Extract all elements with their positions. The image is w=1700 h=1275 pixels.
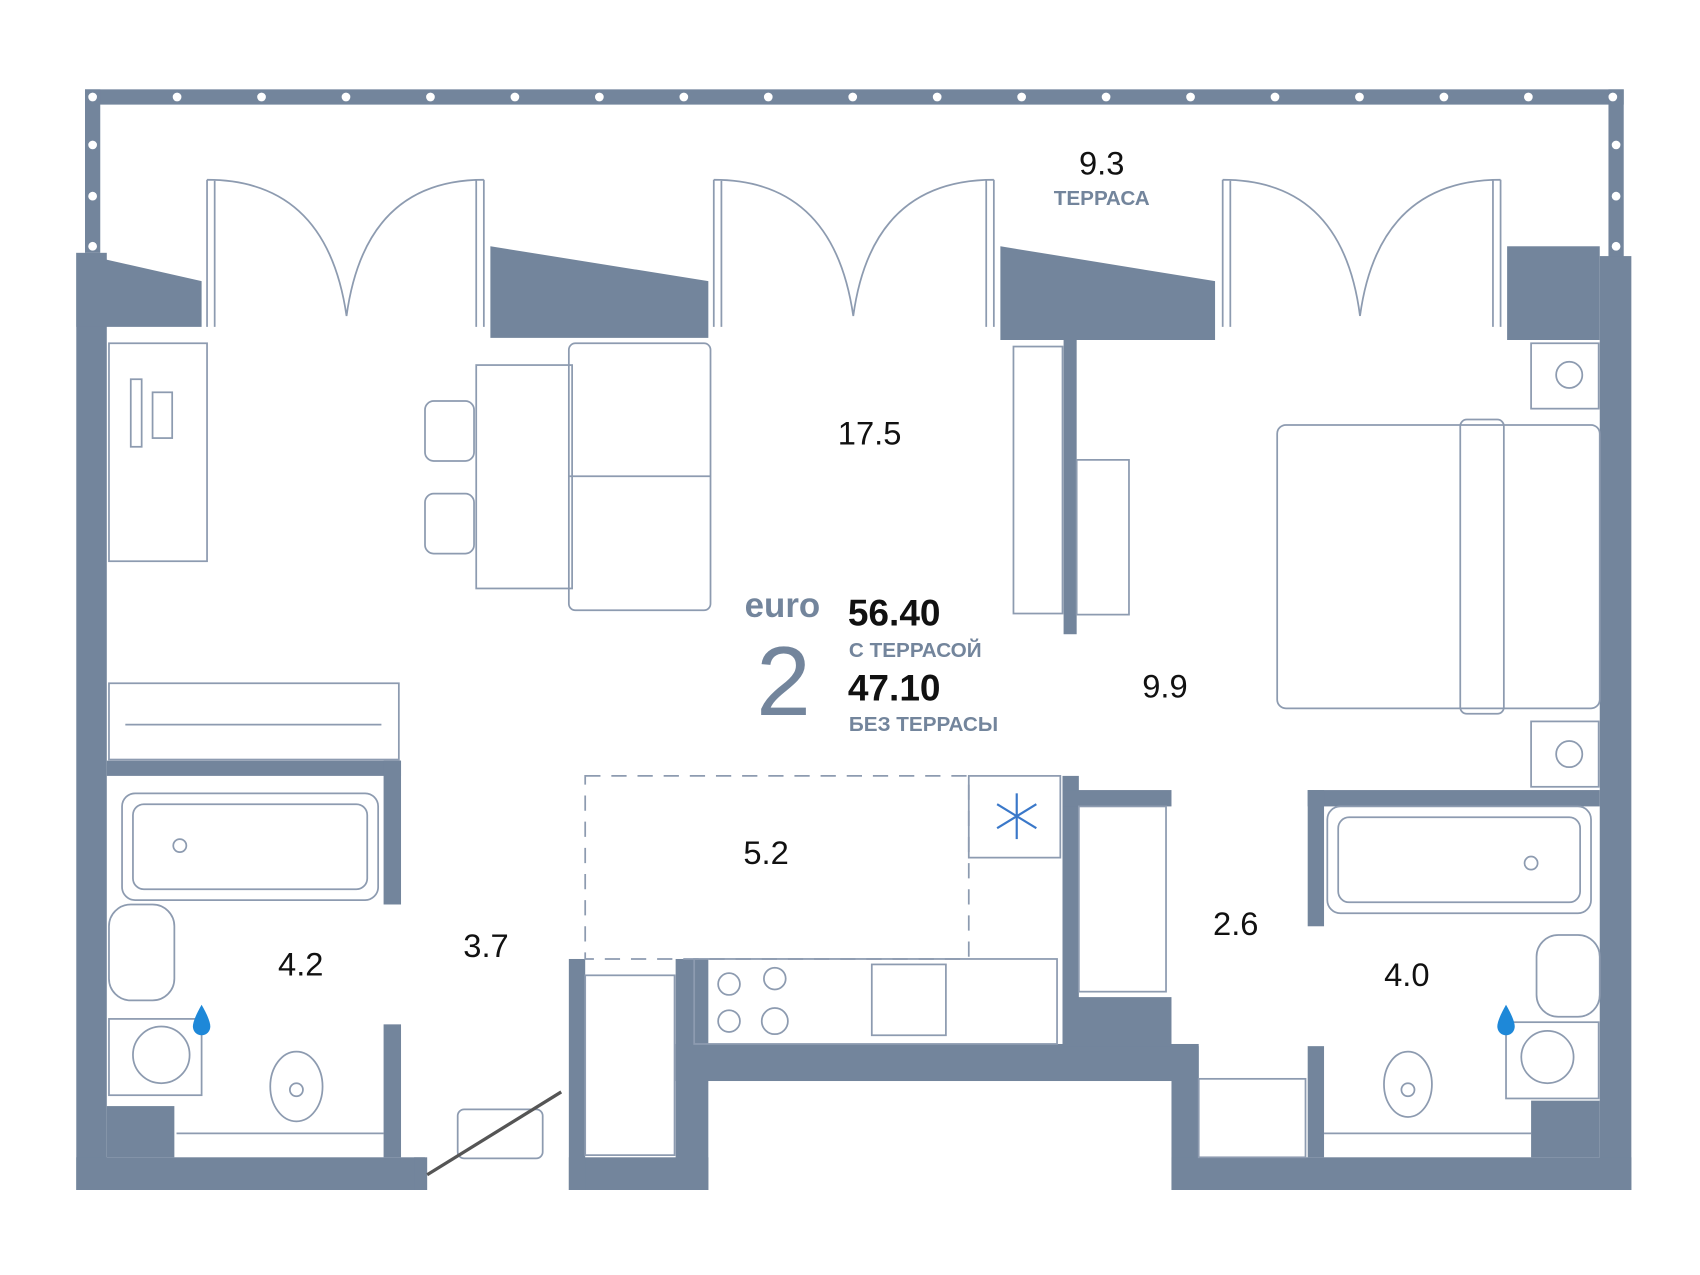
railing-post	[1524, 92, 1533, 102]
terrace-doors	[206, 178, 1502, 327]
railing-post	[341, 92, 351, 102]
water-drop-icon	[192, 1004, 211, 1036]
furniture	[108, 342, 1601, 1177]
railing-post	[1611, 241, 1621, 251]
railing-post	[1186, 92, 1195, 102]
railing-post	[510, 92, 520, 102]
railing-post	[88, 191, 97, 201]
railing-post	[1355, 92, 1364, 102]
plan-type: euro	[745, 586, 821, 625]
railing-post	[763, 92, 773, 102]
railing-post	[1611, 191, 1621, 201]
railing-post	[88, 92, 97, 102]
bath-left-area: 4.2	[278, 945, 323, 982]
hall-area: 3.7	[463, 927, 508, 964]
snowflake-icon	[996, 793, 1037, 840]
kitchen-area: 5.2	[743, 834, 788, 871]
rooms-count: 2	[756, 626, 811, 736]
railing-post	[848, 92, 858, 102]
walls	[76, 246, 1632, 1191]
terrace-area: 9.3	[1079, 144, 1124, 181]
area-without-terrace: 47.10	[848, 667, 941, 709]
railing-post	[1270, 92, 1280, 102]
railing-post	[679, 92, 689, 102]
railing-post	[1101, 92, 1111, 102]
railing-post	[932, 92, 942, 102]
bedroom-area: 9.9	[1142, 667, 1187, 704]
with-terrace-label: С ТЕРРАСОЙ	[849, 638, 982, 662]
railing-post	[595, 92, 604, 102]
railing-post	[426, 92, 435, 102]
bath-right-area: 4.0	[1384, 956, 1429, 993]
railing-post	[1608, 92, 1618, 102]
corridor-area: 2.6	[1213, 905, 1258, 942]
railing-post	[88, 140, 97, 150]
living-area: 17.5	[838, 415, 902, 452]
railing-post	[257, 92, 266, 102]
railing-post	[1017, 92, 1026, 102]
terrace-label: ТЕРРАСА	[1054, 187, 1150, 210]
water-drop-icon	[1497, 1004, 1515, 1036]
railing-post	[88, 241, 97, 251]
terrace-railing	[85, 89, 1624, 259]
without-terrace-label: БЕЗ ТЕРРАСЫ	[849, 713, 998, 736]
railing-post	[172, 92, 182, 102]
railing-post	[1439, 92, 1449, 102]
area-with-terrace: 56.40	[848, 592, 941, 634]
railing-post	[1611, 140, 1621, 150]
